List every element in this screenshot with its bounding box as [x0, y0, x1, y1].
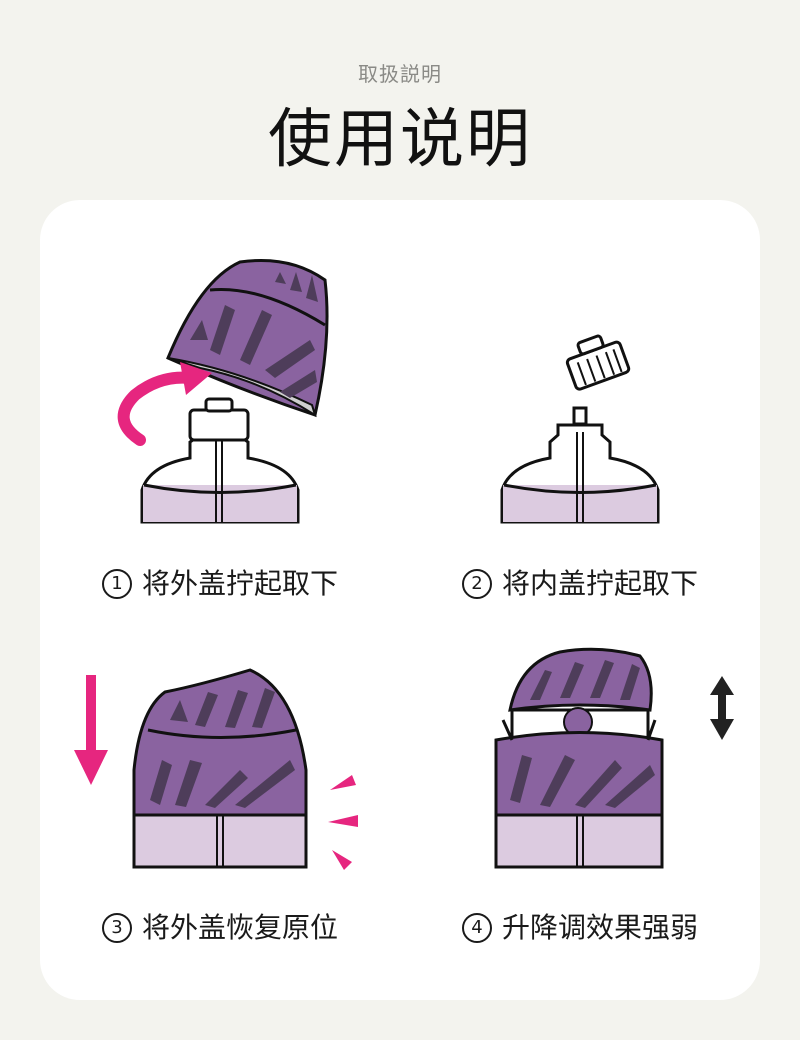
- step-2-caption: 2 将内盖拧起取下: [400, 562, 760, 602]
- remove-outer-cap-illustration: [117, 258, 329, 524]
- step-3: 3 将外盖恢复原位: [40, 600, 400, 1000]
- step-number-badge: 4: [461, 913, 492, 943]
- adjust-height-illustration: [494, 647, 734, 869]
- step-4-caption: 4 升降调效果强弱: [400, 906, 760, 946]
- replace-outer-cap-illustration: [74, 668, 358, 870]
- step-1: 1 将外盖拧起取下: [40, 200, 400, 600]
- step-text: 将内盖拧起取下: [501, 567, 698, 600]
- step-1-caption: 1 将外盖拧起取下: [40, 562, 400, 602]
- step-3-caption: 3 将外盖恢复原位: [40, 906, 400, 946]
- step-number-badge: 1: [101, 569, 132, 599]
- page-subtitle: 取扱説明: [358, 62, 442, 86]
- remove-inner-cap-illustration: [500, 334, 660, 524]
- instructions-card: 1 将外盖拧起取下 2 将内盖拧起取下: [40, 200, 760, 1000]
- step-text: 将外盖恢复原位: [141, 911, 338, 944]
- step-4: 4 升降调效果强弱: [400, 600, 760, 1000]
- step-text: 将外盖拧起取下: [141, 567, 338, 600]
- step-2: 2 将内盖拧起取下: [400, 200, 760, 600]
- step-number-badge: 3: [101, 913, 132, 943]
- step-text: 升降调效果强弱: [501, 911, 698, 944]
- page-title: 使用说明: [268, 103, 532, 177]
- step-number-badge: 2: [461, 569, 492, 599]
